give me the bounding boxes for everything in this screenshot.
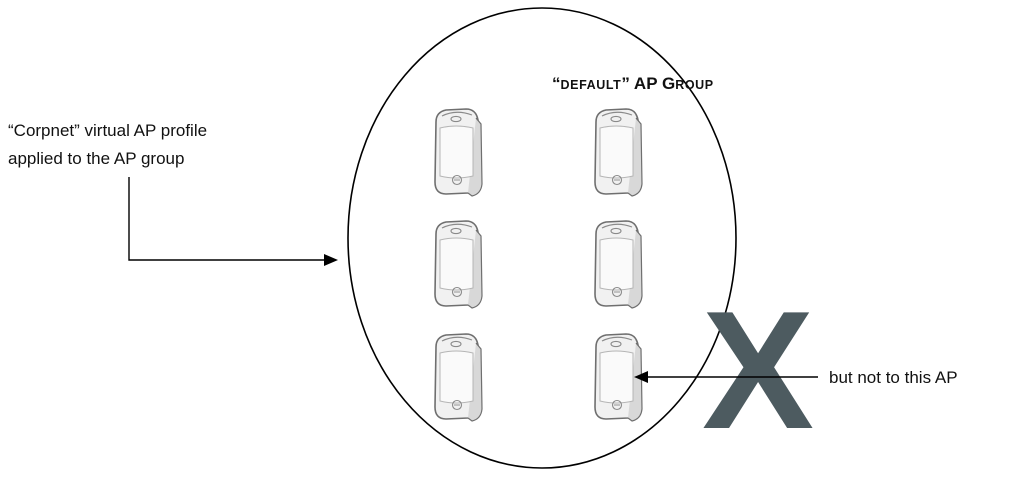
group-title-ap: AP [634,74,662,93]
group-title-default: DEFAULT [561,78,622,92]
profile-connector-arrowhead [324,254,338,266]
group-title-g: G [662,74,675,93]
access-point-icon [594,108,643,197]
ap-group-boundary [347,7,737,469]
access-point-icon-excluded [594,333,643,422]
access-point-icon [434,333,483,422]
exclusion-x-mark: X [702,276,814,464]
access-point-icon [434,108,483,197]
exclusion-label: but not to this AP [829,368,958,387]
profile-label-line2: applied to the AP group [8,149,184,168]
exclusion-arrowhead [634,371,648,383]
access-point-icon [434,220,483,309]
profile-label-line1: “Corpnet” virtual AP profile [8,121,207,140]
access-point-icon [594,220,643,309]
group-title-quote-close: ” [621,74,630,93]
profile-connector-line [128,177,326,261]
group-title-quote-open: “ [552,74,561,93]
group-title-roup: ROUP [675,78,714,92]
group-title: “DEFAULT”AP GROUP [552,74,714,93]
